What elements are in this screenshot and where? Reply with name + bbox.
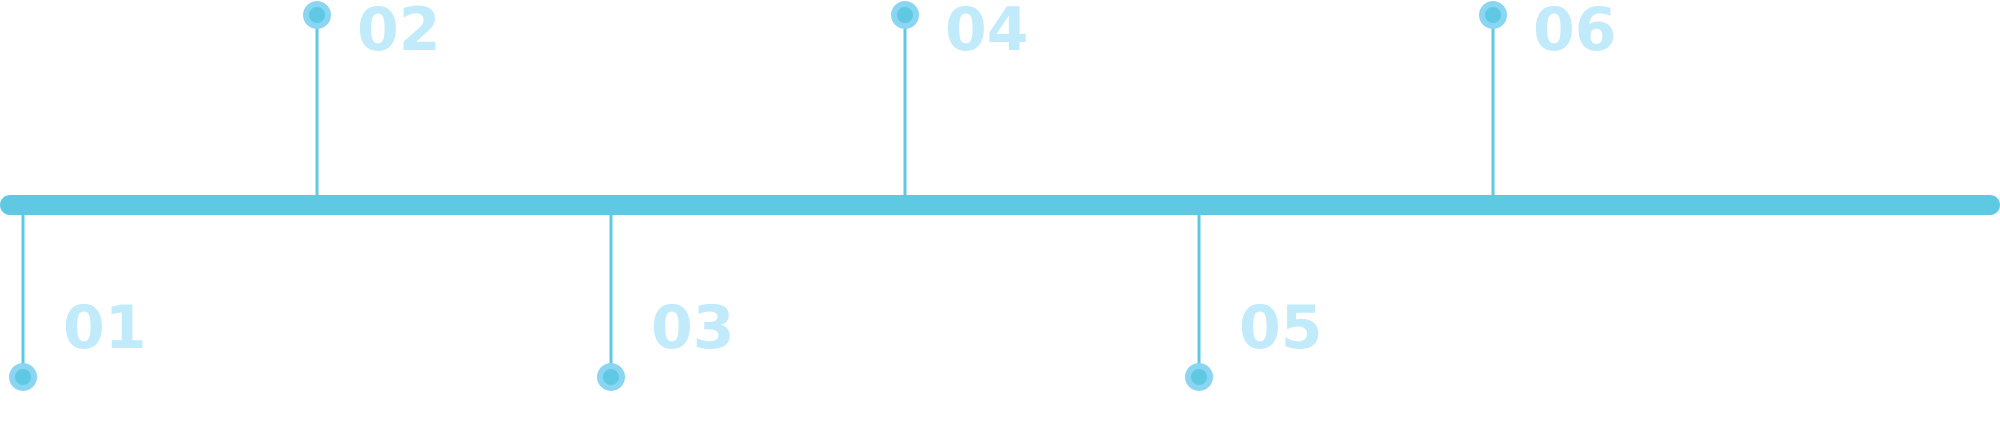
timeline-steps: 01 02 03 04 05 06 [9, 0, 1617, 391]
timeline-step-6: 06 [1479, 0, 1617, 205]
timeline-step-3: 03 [597, 205, 735, 391]
step-number: 01 [63, 293, 147, 363]
step-number: 02 [357, 0, 441, 65]
step-number: 06 [1533, 0, 1617, 65]
timeline-step-5: 05 [1185, 205, 1323, 391]
step-node-core [15, 369, 31, 385]
step-node-core [897, 7, 913, 23]
step-node-core [1485, 7, 1501, 23]
step-node-core [1191, 369, 1207, 385]
step-node-core [603, 369, 619, 385]
step-number: 05 [1239, 293, 1323, 363]
step-number: 03 [651, 293, 735, 363]
timeline-step-2: 02 [303, 0, 441, 205]
step-node-core [309, 7, 325, 23]
step-number: 04 [945, 0, 1029, 65]
timeline-step-4: 04 [891, 0, 1029, 205]
timeline-step-1: 01 [9, 205, 147, 391]
